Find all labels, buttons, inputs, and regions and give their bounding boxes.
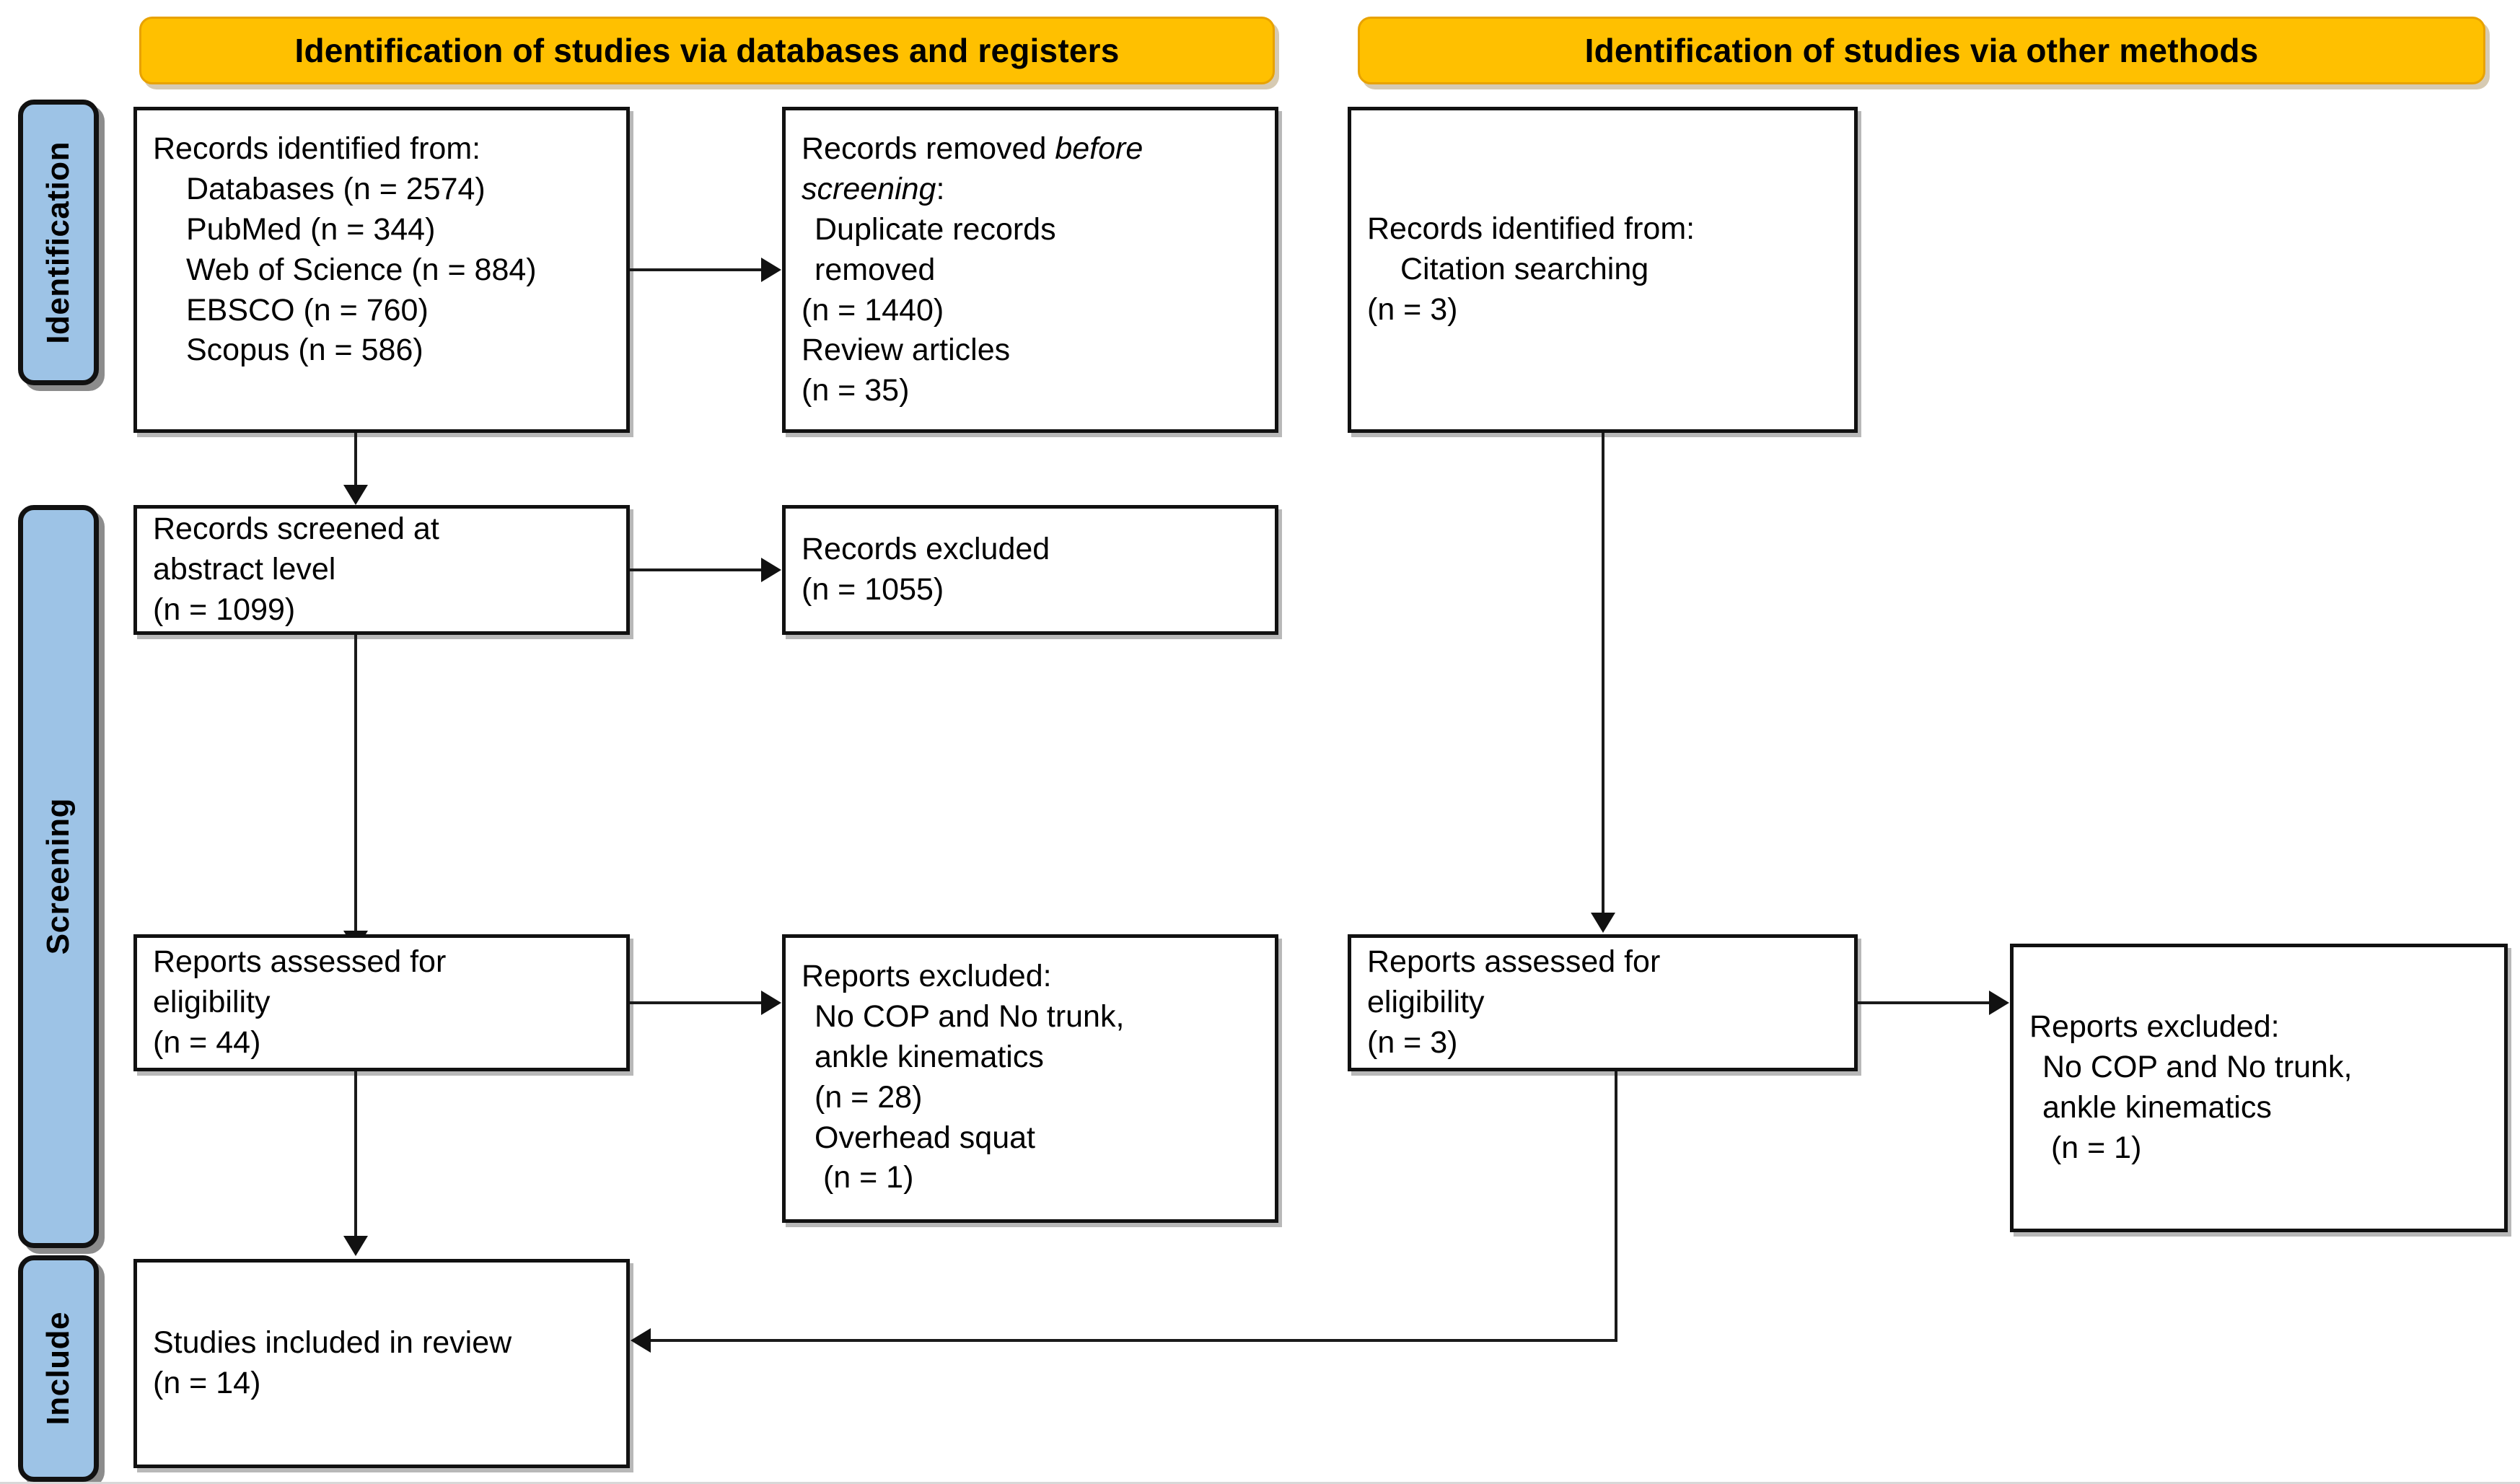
- box-line: (n = 1): [2042, 1130, 2142, 1165]
- arrowhead-screened-to-excluded: [761, 558, 781, 582]
- box-studies-included: Studies included in review (n = 14): [133, 1259, 630, 1468]
- connector-other-to-reports-assessed: [1602, 433, 1604, 913]
- box-reports-assessed-other: Reports assessed for eligibility (n = 3): [1348, 934, 1858, 1071]
- box-reports-assessed-databases: Reports assessed for eligibility (n = 44…: [133, 934, 630, 1071]
- box-line: Web of Science (n = 884): [186, 252, 537, 287]
- box-line: Records excluded: [802, 532, 1050, 567]
- box-line: (n = 28): [815, 1079, 923, 1115]
- box-line: (n = 1099): [153, 592, 296, 627]
- box-line: Reports assessed for: [153, 944, 447, 980]
- arrowhead-identified-to-removed: [761, 258, 781, 282]
- box-line: Databases (n = 2574): [186, 171, 486, 206]
- box-line: ankle kinematics: [2042, 1090, 2272, 1125]
- box-line: Records removed before: [802, 129, 1259, 170]
- figure-bottom-rule: [0, 1482, 2520, 1484]
- box-reports-excluded-databases: Reports excluded: No COP and No trunk, a…: [782, 934, 1278, 1223]
- box-line: Reports excluded:: [802, 959, 1052, 993]
- box-line: Records identified from:: [153, 131, 481, 166]
- connector-identified-to-screened: [354, 433, 357, 485]
- box-records-removed: Records removed before screening: Duplic…: [782, 107, 1278, 433]
- stage-bar-include: Include: [18, 1255, 99, 1482]
- header-other-methods: Identification of studies via other meth…: [1358, 17, 2485, 84]
- box-records-screened: Records screened at abstract level (n = …: [133, 505, 630, 635]
- stage-bar-screening-label: Screening: [40, 798, 76, 955]
- connector-other-elbow-horizontal: [651, 1339, 1617, 1342]
- box-line: Overhead squat: [815, 1120, 1035, 1155]
- arrowhead-assessed-to-excluded-db: [761, 991, 781, 1015]
- box-line-text: Records removed: [802, 131, 1055, 166]
- box-records-identified-other: Records identified from: Citation search…: [1348, 107, 1858, 433]
- connector-screened-to-reports-assessed: [354, 635, 357, 931]
- connector-identified-to-removed: [630, 268, 761, 271]
- box-line: PubMed (n = 344): [186, 211, 436, 247]
- box-line: Reports excluded:: [2029, 1009, 2280, 1045]
- arrowhead-other-to-included: [631, 1328, 651, 1353]
- header-databases-registers: Identification of studies via databases …: [139, 17, 1275, 84]
- connector-other-elbow-vertical: [1615, 1071, 1617, 1342]
- box-line: (n = 44): [153, 1024, 261, 1060]
- box-line: Review articles: [802, 333, 1011, 368]
- box-line: Citation searching: [1400, 252, 1649, 287]
- box-line: (n = 14): [153, 1366, 261, 1400]
- box-line: No COP and No trunk,: [815, 998, 1125, 1034]
- box-line: Studies included in review: [153, 1325, 512, 1361]
- box-line: eligibility: [1367, 985, 1485, 1020]
- box-line: Reports assessed for: [1367, 944, 1661, 980]
- box-line: Scopus (n = 586): [186, 333, 423, 368]
- box-records-identified-databases: Records identified from: Databases (n = …: [133, 107, 630, 433]
- box-line: eligibility: [153, 985, 271, 1020]
- arrowhead-identified-to-screened: [343, 485, 368, 505]
- box-line: (n = 3): [1367, 1024, 1458, 1060]
- box-records-excluded: Records excluded (n = 1055): [782, 505, 1278, 635]
- connector-assessed-to-excluded-other: [1858, 1001, 1989, 1004]
- box-line-text: :: [936, 171, 945, 206]
- arrowhead-assessed-to-excluded-other: [1989, 991, 2009, 1015]
- connector-assessed-to-excluded-db: [630, 1001, 761, 1004]
- stage-bar-include-label: Include: [40, 1312, 76, 1426]
- box-line: No COP and No trunk,: [2042, 1050, 2353, 1085]
- box-line-italic: screening: [802, 171, 936, 206]
- box-line: (n = 35): [802, 373, 910, 408]
- box-line: Duplicate records: [815, 211, 1056, 247]
- box-reports-excluded-other: Reports excluded: No COP and No trunk, a…: [2010, 944, 2508, 1232]
- box-line: ankle kinematics: [815, 1039, 1044, 1074]
- box-line: EBSCO (n = 760): [186, 292, 429, 328]
- arrowhead-other-to-reports-assessed: [1591, 913, 1615, 933]
- connector-screened-to-excluded: [630, 568, 761, 571]
- stage-bar-identification-label: Identification: [40, 141, 76, 344]
- box-line: Records identified from:: [1367, 211, 1695, 247]
- box-line: Records screened at: [153, 512, 439, 547]
- connector-assessed-to-included: [354, 1071, 357, 1236]
- header-databases-registers-label: Identification of studies via databases …: [294, 32, 1120, 69]
- box-line: removed: [815, 252, 936, 287]
- header-other-methods-label: Identification of studies via other meth…: [1584, 32, 2259, 69]
- box-line: abstract level: [153, 552, 336, 587]
- box-line: screening:: [802, 170, 1259, 210]
- arrowhead-assessed-to-included: [343, 1236, 368, 1256]
- box-line: (n = 1055): [802, 572, 944, 607]
- box-line: (n = 1): [815, 1160, 914, 1195]
- box-line: (n = 3): [1367, 291, 1458, 327]
- stage-bar-screening: Screening: [18, 505, 99, 1248]
- box-line-italic: before: [1055, 131, 1143, 166]
- stage-bar-identification: Identification: [18, 100, 99, 385]
- box-line: (n = 1440): [802, 292, 944, 328]
